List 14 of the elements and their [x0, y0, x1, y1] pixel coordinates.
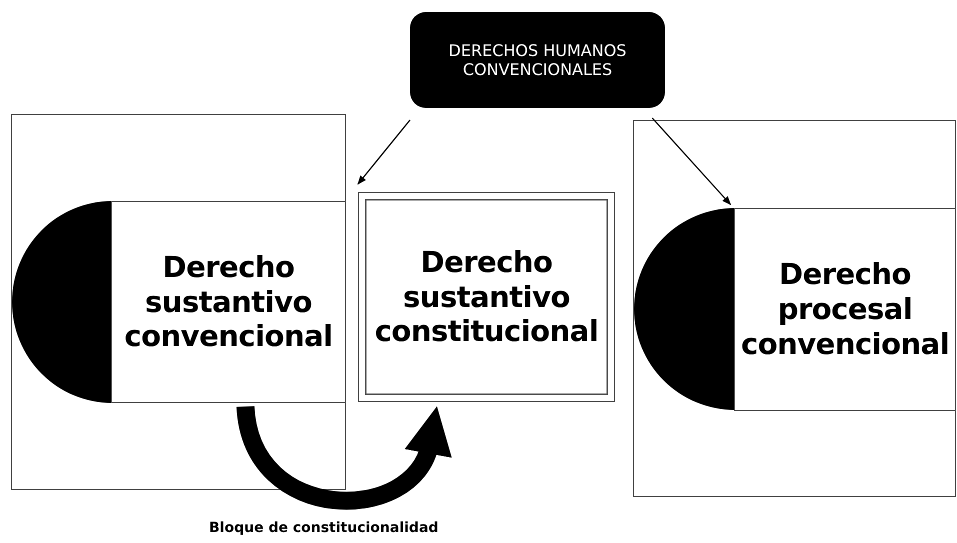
frame-box: [11, 114, 346, 490]
process-box: [734, 208, 956, 411]
heading-box: [410, 12, 665, 108]
curved-arrow: [236, 405, 450, 510]
arrow: [357, 120, 410, 185]
node-text: Derecho sustantivo constitucional: [374, 244, 600, 350]
arrow: [652, 118, 732, 206]
node-text: DERECHOS HUMANOS CONVENCIONALES: [448, 40, 628, 80]
node-text: Derecho sustantivo convencional: [123, 250, 334, 354]
node-text: Derecho procesal convencional: [741, 257, 949, 362]
process-box: [111, 201, 346, 403]
edge-label: Bloque de constitucionalidad: [207, 520, 440, 536]
process-box: [358, 192, 615, 402]
frame-box: [633, 120, 956, 497]
